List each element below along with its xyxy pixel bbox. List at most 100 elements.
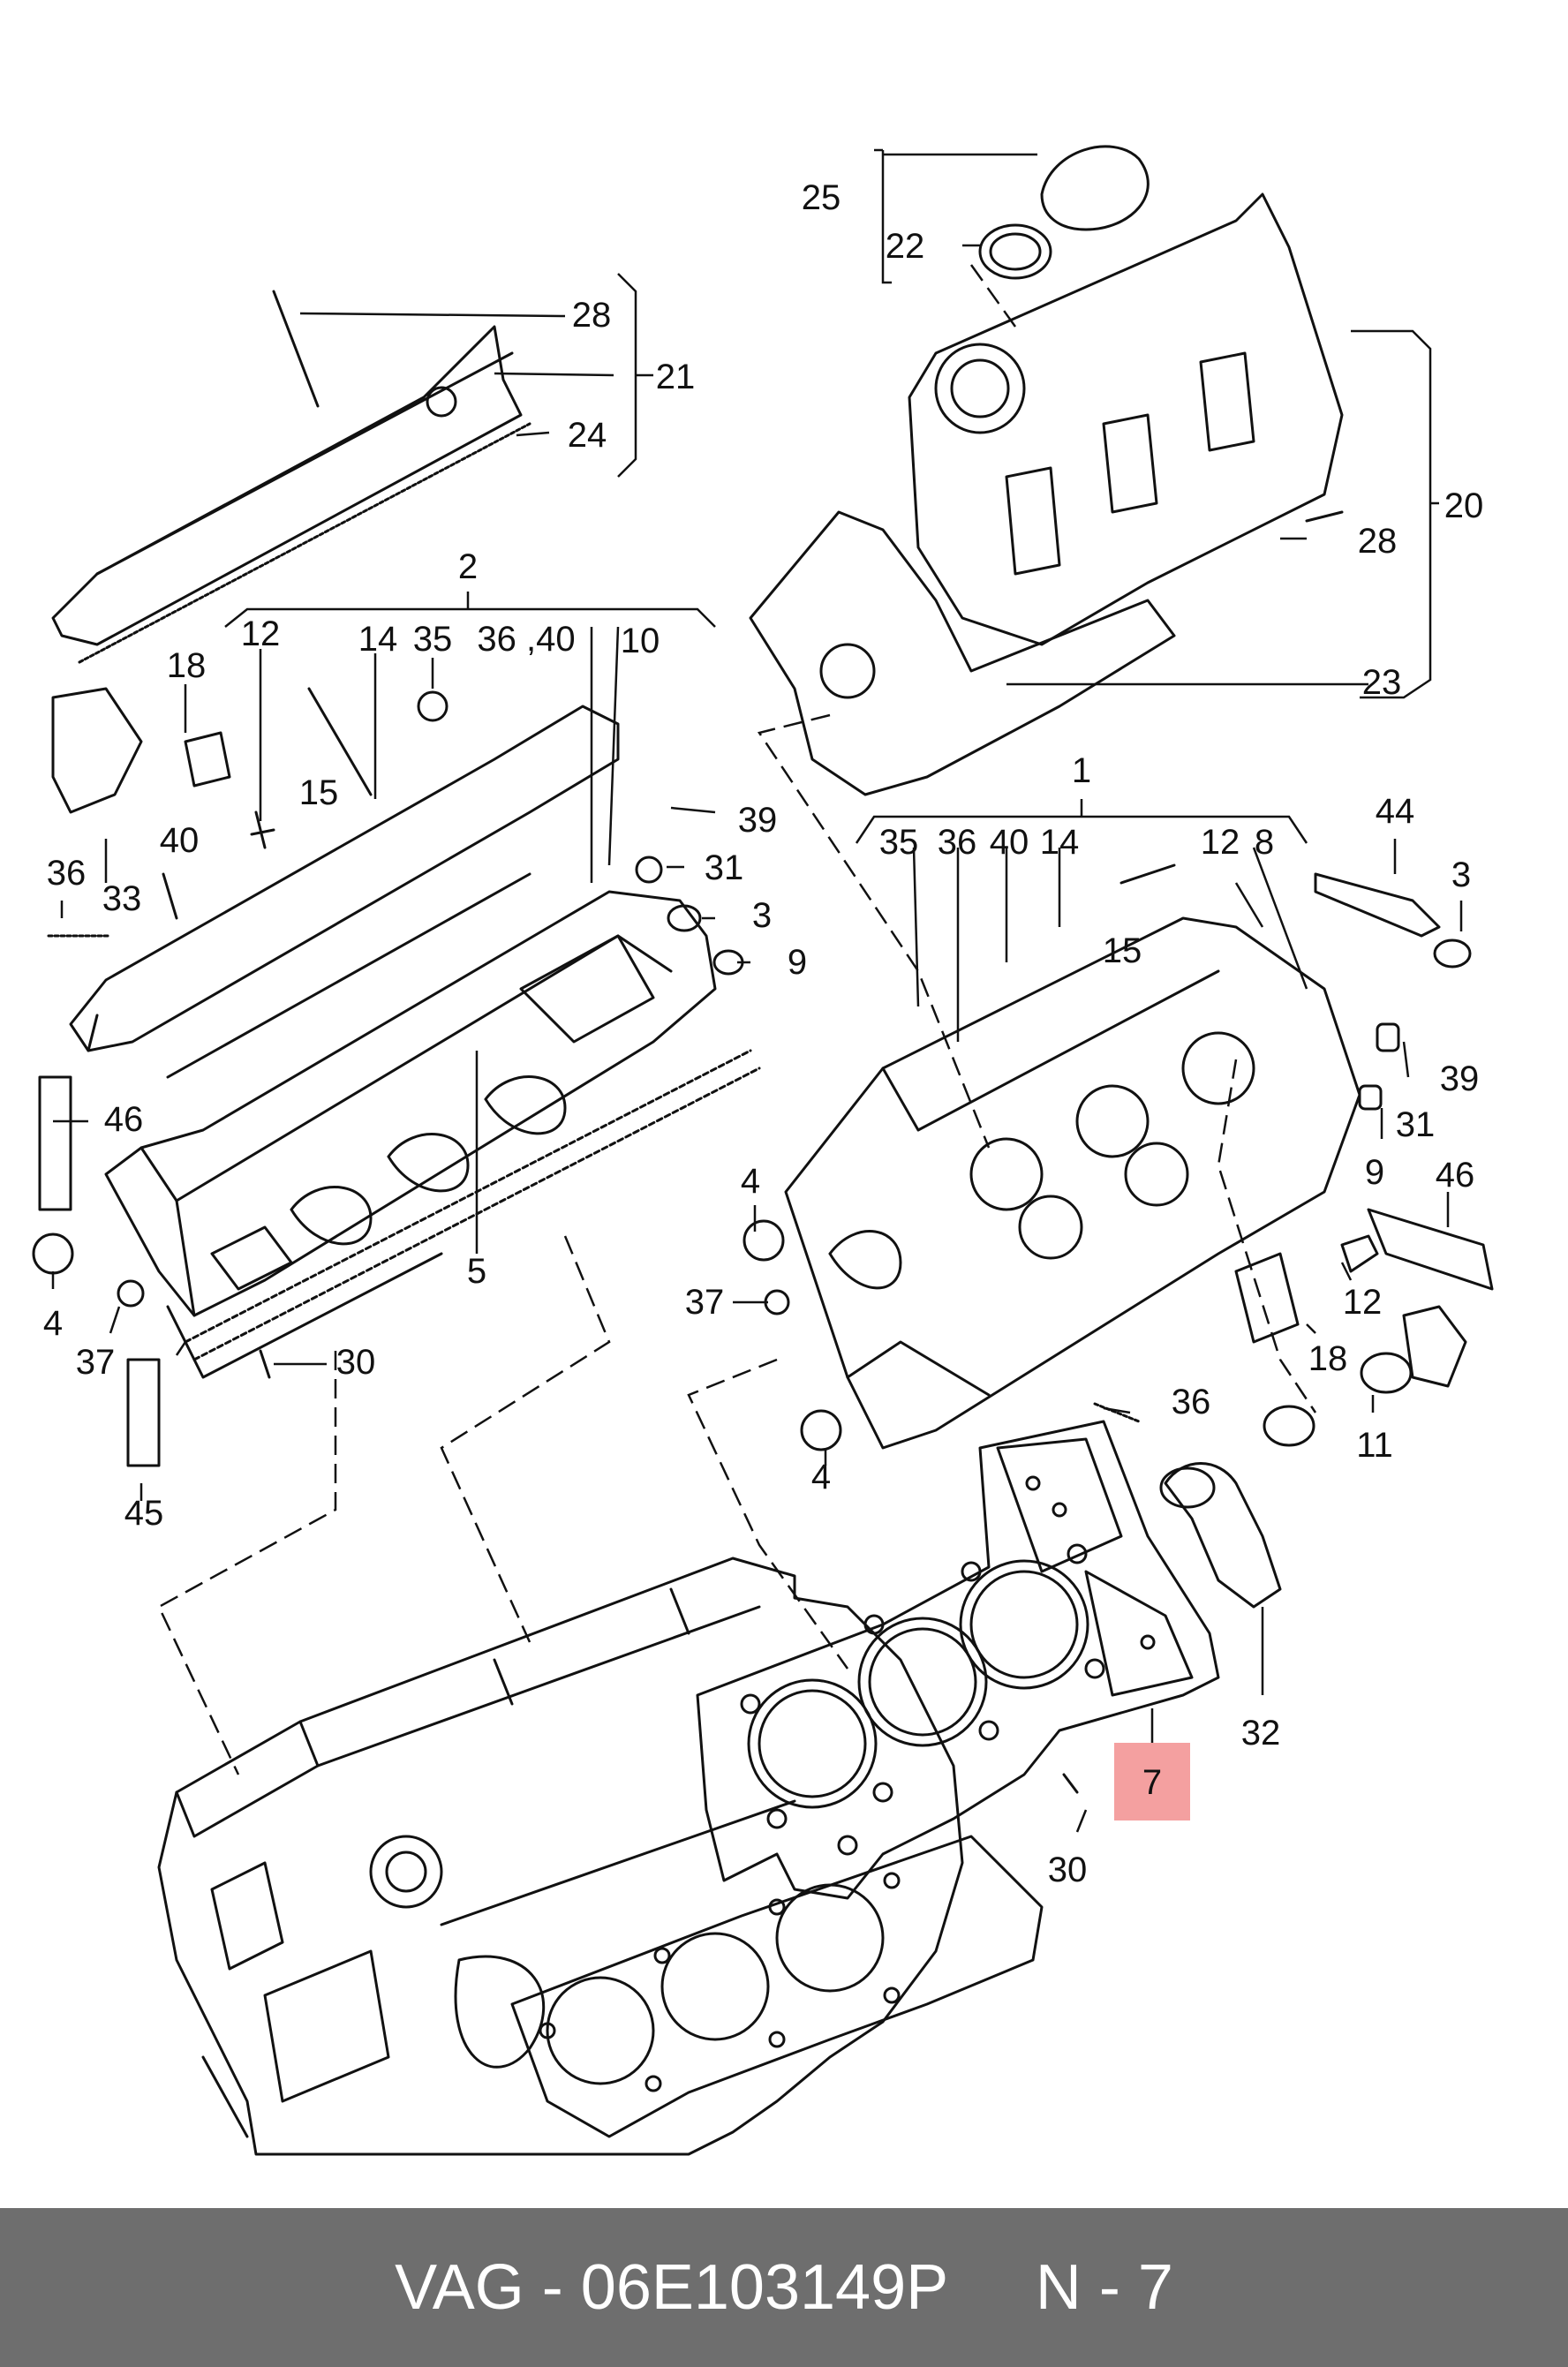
label-25: 25 [802, 178, 841, 217]
bolt-40-left [162, 872, 178, 920]
oring-11c [1360, 1352, 1413, 1394]
label-35-left: 35 [413, 620, 453, 659]
plug-12-right [1340, 1234, 1379, 1273]
label-20: 20 [1444, 486, 1484, 525]
label-46-left: 46 [104, 1100, 144, 1139]
sealant-tube-45 [126, 1358, 161, 1467]
label-23: 23 [1362, 663, 1402, 702]
label-44: 44 [1376, 792, 1415, 831]
bolt-28-right [1305, 510, 1344, 523]
label-31-right: 31 [1396, 1105, 1436, 1144]
dowel-30-right [1062, 1773, 1079, 1794]
oring-11a [1159, 1466, 1216, 1509]
right-valve-cover-drawing [908, 192, 1344, 646]
label-1: 1 [1072, 751, 1091, 790]
spark-plug-seal [819, 643, 876, 699]
engine-head-diagram: 25 22 28 21 24 20 28 23 2 12 14 35 36 ,4… [32, 145, 1494, 2156]
label-39-left: 39 [738, 801, 778, 840]
bolt-15-left [307, 687, 373, 796]
filler-cap-seal-inner [989, 232, 1042, 271]
label-9-left: 9 [788, 943, 807, 982]
bolt-28-left [272, 290, 320, 408]
oring-11b [1263, 1405, 1315, 1447]
right-cylinder-head-drawing [784, 916, 1361, 1450]
label-4-lower: 4 [811, 1458, 831, 1496]
label-10: 10 [621, 622, 660, 660]
oil-filler-cap-drawing [1040, 145, 1150, 231]
label-22: 22 [886, 227, 925, 266]
gasket-18-left [184, 731, 231, 788]
highlight-part-7 [1114, 1743, 1190, 1820]
alignment-lines [157, 264, 1317, 1775]
label-2: 2 [458, 547, 478, 586]
seal-3-left [667, 904, 702, 932]
label-37-right: 37 [685, 1283, 725, 1322]
label-32: 32 [1241, 1714, 1281, 1753]
part-number-caption: VAG - 06E103149P N - 7 [395, 2252, 1173, 2323]
timing-pin-4a [32, 1232, 74, 1275]
label-40-left: 40 [160, 821, 200, 860]
label-3-right: 3 [1451, 856, 1471, 894]
label-14-left: 14 [358, 620, 398, 659]
label-3-left: 3 [752, 896, 772, 935]
timing-pin-4b [743, 1219, 785, 1262]
gasket-18-right [1234, 1252, 1300, 1344]
bolt-36-right [1093, 1402, 1141, 1423]
sealant-tube-46-right [1367, 1208, 1494, 1291]
plug-12-left [250, 810, 275, 849]
label-12-right: 12 [1343, 1283, 1383, 1322]
seal-35-left [417, 690, 449, 722]
label-30-right: 30 [1048, 1851, 1088, 1889]
label-9-right: 9 [1365, 1153, 1384, 1192]
label-28-right: 28 [1358, 522, 1398, 561]
label-30-left: 30 [336, 1343, 376, 1382]
label-15-left: 15 [299, 773, 339, 812]
label-14-right: 14 [1040, 823, 1080, 862]
label-39-right: 39 [1440, 1059, 1480, 1098]
label-31-left: 31 [705, 848, 744, 887]
timing-pin-4c [800, 1409, 842, 1451]
left-valve-cover-drawing [51, 325, 531, 664]
engine-block-drawing [157, 1557, 964, 2156]
label-7: 7 [1142, 1763, 1162, 1802]
label-40-right: 40 [990, 823, 1029, 862]
plug-37-left [117, 1279, 145, 1308]
label-12-left: 12 [241, 614, 281, 653]
label-36-lower: 36 [1172, 1383, 1211, 1421]
label-21: 21 [656, 358, 696, 396]
label-46-right: 46 [1436, 1156, 1475, 1195]
label-11: 11 [1356, 1426, 1393, 1465]
label-12-top-right: 12 [1201, 823, 1240, 862]
label-18-left: 18 [167, 646, 207, 685]
lower-head-gasket-drawing [510, 1835, 1044, 2138]
left-head-gasket-strip [184, 1049, 761, 1361]
label-35-right: 35 [879, 823, 919, 862]
nut-31-right [1376, 1022, 1400, 1052]
nut-31-left [635, 856, 663, 884]
label-33: 33 [102, 879, 142, 918]
label-24: 24 [568, 416, 607, 455]
label-4-mid: 4 [741, 1162, 760, 1201]
leader-lines [51, 148, 1463, 1833]
label-18-right: 18 [1308, 1339, 1348, 1378]
footer-bar: VAG - 06E103149P N - 7 [0, 2208, 1568, 2367]
cover-33 [51, 687, 143, 814]
gasket-11-cover [1402, 1305, 1467, 1388]
dowel-30-left [259, 1349, 271, 1379]
label-36-right: 36 [938, 823, 977, 862]
label-8: 8 [1255, 823, 1274, 862]
part-labels: 25 22 28 21 24 20 28 23 2 12 14 35 36 ,4… [43, 178, 1483, 1889]
label-36-left: 36 [47, 854, 87, 893]
left-cylinder-head-drawing [104, 890, 717, 1379]
plug-37-right [764, 1289, 790, 1315]
left-cam-cover-drawing [69, 705, 620, 1079]
bolt-15-right [1119, 863, 1176, 885]
filler-cap-seal-drawing [978, 223, 1052, 280]
label-36-40-left: 36 ,40 [477, 620, 575, 659]
sealant-tube-44 [1314, 872, 1441, 938]
seal-3-right [1433, 939, 1472, 969]
label-5: 5 [467, 1252, 486, 1291]
label-28-left: 28 [572, 296, 612, 335]
cylinder-head-gasket-drawing [696, 1420, 1220, 1900]
